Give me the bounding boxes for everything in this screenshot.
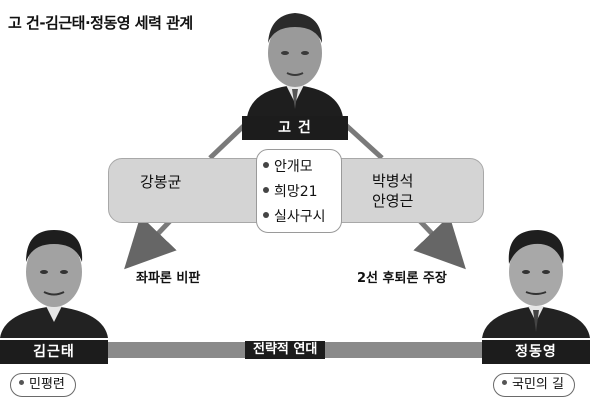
bullet-icon xyxy=(263,187,269,193)
group-right-member: 안영근 xyxy=(372,192,414,210)
right-person-name: 정동영 xyxy=(482,340,590,364)
arrow-to-right-person xyxy=(413,215,466,270)
relation-left-label: 좌파론 비판 xyxy=(136,271,201,286)
bullet-icon xyxy=(19,380,24,385)
bullet-icon xyxy=(502,380,507,385)
group-left-member: 강봉균 xyxy=(140,173,182,191)
arrow-to-left-person xyxy=(124,215,177,270)
center-person-name: 고 건 xyxy=(242,116,348,140)
relation-right-label: 2선 후퇴론 주장 xyxy=(357,271,447,286)
center-group-item: 희망21 xyxy=(263,181,318,201)
portrait-kim-geun-tae xyxy=(0,216,108,338)
center-group-item: 안개모 xyxy=(263,156,313,176)
left-party-badge: 민평련 xyxy=(10,373,76,397)
group-right-member: 박병석 xyxy=(372,172,414,190)
left-person-name: 김근태 xyxy=(0,340,108,364)
bullet-icon xyxy=(263,212,269,218)
right-party-badge: 국민의 길 xyxy=(493,373,575,397)
bullet-icon xyxy=(263,162,269,168)
portrait-goh-kun xyxy=(242,3,348,117)
diagram-title: 고 건-김근태·정동영 세력 관계 xyxy=(8,14,193,32)
center-group-item: 실사구시 xyxy=(263,206,326,226)
alliance-label: 전략적 연대 xyxy=(245,341,326,359)
center-group-list-box xyxy=(256,149,342,233)
group-right-members: 박병석 안영근 xyxy=(372,171,413,211)
portrait-chung-dong-young xyxy=(482,216,590,338)
